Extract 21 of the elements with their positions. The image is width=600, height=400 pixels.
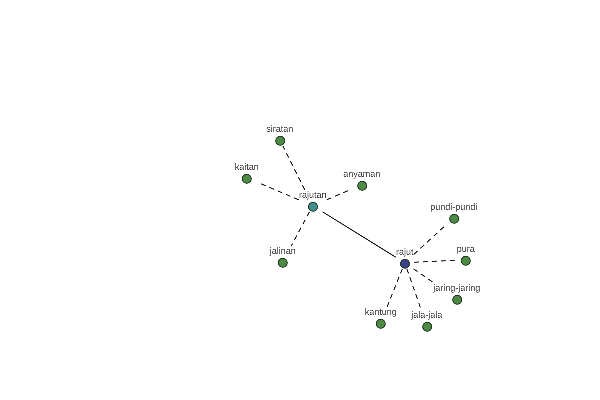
node-label: anyaman <box>343 169 381 180</box>
node-label: jaring-jaring <box>433 283 481 294</box>
dashed-line <box>282 146 306 190</box>
dashed-line <box>413 268 434 284</box>
dashed-line <box>414 260 458 264</box>
connector-line <box>322 212 396 258</box>
node-label: siratan <box>266 124 294 135</box>
dashed-line <box>406 268 422 310</box>
dashed-line <box>258 182 300 201</box>
node-label: kaitan <box>234 162 260 173</box>
node-label: kantung <box>364 307 398 318</box>
node-label: rajutan <box>299 190 327 201</box>
node-label: pura <box>457 244 475 255</box>
dashed-line <box>386 268 404 308</box>
node-label: rajut <box>396 247 414 258</box>
dashed-line <box>326 190 348 200</box>
node-label: jalinan <box>270 246 296 257</box>
dashed-line <box>291 212 310 246</box>
dashed-line <box>414 224 448 256</box>
node-label: jala-jala <box>411 310 443 321</box>
node-label: pundi-pundi <box>430 202 478 213</box>
